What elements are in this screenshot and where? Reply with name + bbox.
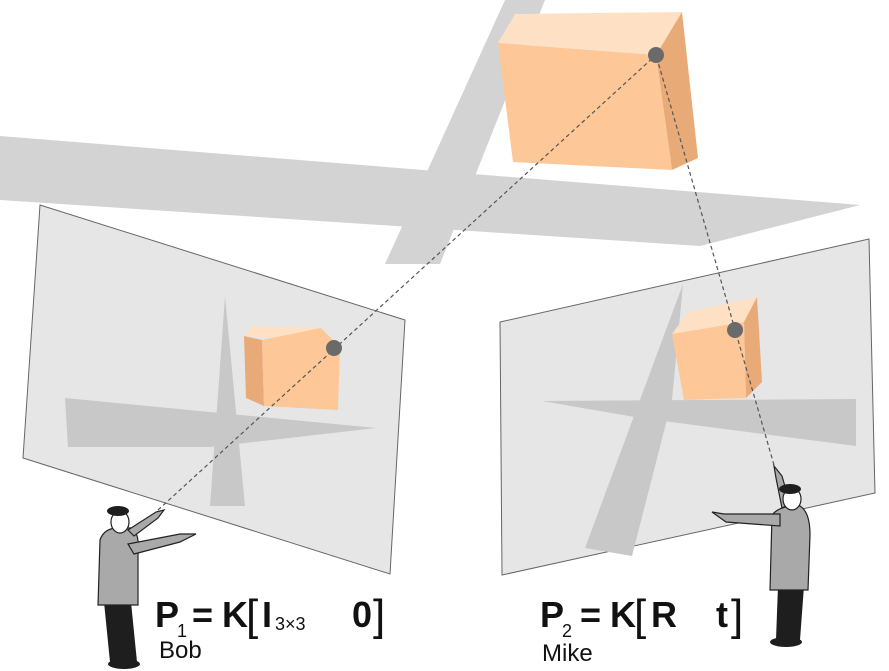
eq2-rotation: R (651, 594, 677, 635)
right-box-top-face (672, 297, 757, 334)
ray-mike-to-point (655, 54, 775, 466)
bob-body (97, 527, 139, 606)
world-box (498, 12, 698, 170)
mike-shoe (770, 637, 802, 647)
eq1-close-bracket: ] (373, 591, 385, 640)
eq2-equals: = (580, 594, 601, 635)
world-point (648, 47, 664, 63)
left-box-side-face (262, 328, 340, 410)
left-projected-point (326, 340, 342, 356)
mike-arm-pointing (711, 511, 781, 527)
world-box-side-face (656, 12, 698, 170)
points (326, 47, 743, 356)
eq1-identity: I (262, 594, 272, 635)
world-box-front-face (498, 43, 672, 170)
bob-beret (107, 506, 129, 516)
bob-shoe (108, 659, 140, 669)
bob-projection-equation: P 1 = K [ I 3×3 0 ] (155, 591, 385, 641)
bob-arm-raised (127, 509, 166, 537)
bob-figure (97, 506, 197, 669)
eq1-p: P (155, 594, 179, 635)
left-plane-shadow-vertical (210, 296, 245, 506)
eq1-k: K (222, 594, 248, 635)
eq2-p: P (540, 594, 564, 635)
mike-beret (779, 484, 801, 494)
bob-legs (104, 602, 137, 662)
eq2-translation: t (716, 594, 728, 635)
right-box-front-face (672, 322, 746, 400)
left-box-front-face (244, 336, 264, 406)
eq2-open-bracket: [ (634, 591, 646, 640)
world-box-top-face (498, 12, 682, 55)
mike-figure (711, 463, 811, 647)
left-plane-surface (22, 204, 406, 575)
left-image-plane (22, 204, 406, 575)
bob-arm-pointing (127, 533, 197, 555)
eq2-k: K (610, 594, 636, 635)
ray-bob-to-point (157, 54, 657, 511)
right-box-side-face (744, 297, 762, 398)
eq1-open-bracket: [ (246, 591, 258, 640)
eq1-equals: = (192, 594, 213, 635)
eq2-p-subscript: 2 (562, 621, 572, 641)
eq2-close-bracket: ] (731, 591, 743, 640)
eq1-zero: 0 (352, 594, 372, 635)
mike-projection-equation: P 2 = K [ R t ] (540, 591, 743, 641)
right-projected-point (727, 322, 743, 338)
world-cross-shadow (0, 0, 860, 264)
projection-rays (157, 54, 775, 511)
mike-legs (776, 586, 804, 640)
right-image-plane (499, 238, 876, 576)
bob-name-label: Bob (159, 637, 202, 664)
right-plane-shadow-horizontal (542, 399, 856, 446)
mike-body (769, 505, 811, 591)
right-plane-shadow-vertical (585, 284, 683, 556)
mike-name-label: Mike (542, 640, 593, 667)
eq1-p-subscript: 1 (177, 621, 187, 641)
eq1-identity-subscript: 3×3 (275, 614, 306, 634)
